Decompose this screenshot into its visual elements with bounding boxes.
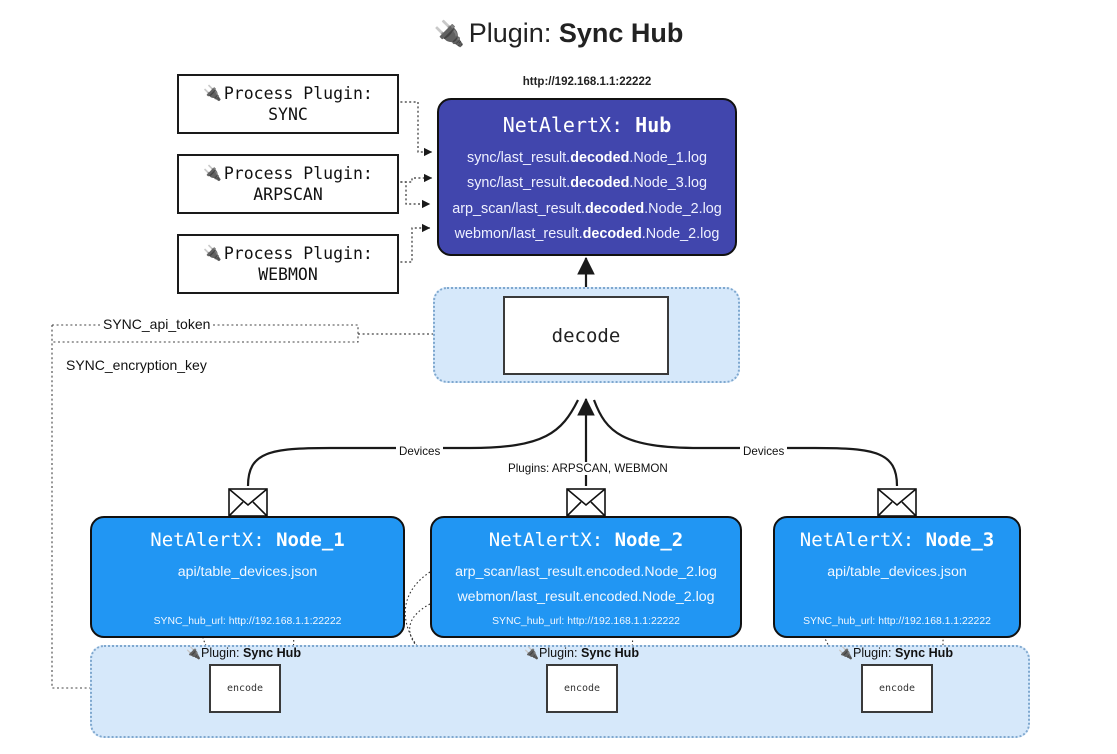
process-plugin-box-webmon[interactable]: 🔌Process Plugin: WEBMON	[177, 234, 399, 294]
node-hub-url: SYNC_hub_url: http://192.168.1.1:22222	[492, 616, 680, 627]
node-title: NetAlertX: Node_1	[150, 529, 344, 551]
process-plugin-name: SYNC	[268, 105, 308, 124]
node-title-prefix: NetAlertX:	[799, 529, 915, 551]
hub-title: NetAlertX: Hub	[503, 113, 672, 137]
log-post: .Node_1.log	[629, 150, 707, 166]
sync-hub-plugin-label-3: 🔌Plugin: Sync Hub	[838, 646, 953, 660]
process-plugin-box-arpscan[interactable]: 🔌Process Plugin: ARPSCAN	[177, 154, 399, 214]
page-title-prefix: Plugin:	[468, 18, 552, 48]
process-plugin-label: Process Plugin:	[223, 163, 373, 183]
log-post: .Node_2.log	[641, 226, 720, 243]
node-title-name: Node_2	[614, 529, 684, 551]
log-strong: decoded	[585, 200, 645, 217]
node-box-node-1[interactable]: NetAlertX: Node_1 api/table_devices.json…	[90, 516, 405, 638]
node-box-node-3[interactable]: NetAlertX: Node_3 api/table_devices.json…	[773, 516, 1021, 638]
log-strong: decoded	[570, 175, 630, 192]
node-box-node-2[interactable]: NetAlertX: Node_2 arp_scan/last_result.e…	[430, 516, 742, 638]
wire-label-plugins-center: Plugins: ARPSCAN, WEBMON	[505, 462, 671, 475]
hub-log-line: sync/last_result.decoded.Node_3.log	[467, 171, 707, 196]
process-plugin-label: Process Plugin:	[223, 243, 373, 263]
wire-label-devices-left: Devices	[396, 445, 444, 458]
plugin-name: Sync Hub	[242, 646, 302, 660]
log-pre: sync/last_result.	[467, 175, 571, 192]
plugin-prefix: Plugin:	[200, 646, 240, 660]
plug-icon: 🔌	[203, 163, 222, 182]
node-title-name: Node_3	[925, 529, 995, 551]
log-post: .Node_2.log	[644, 200, 722, 217]
hub-log-line: webmon/last_result.decoded.Node_2.log	[455, 222, 720, 247]
plug-icon: 🔌	[433, 20, 465, 48]
plug-icon: 🔌	[203, 243, 222, 262]
decode-box[interactable]: decode	[503, 296, 669, 375]
hub-log-line: arp_scan/last_result.decoded.Node_2.log	[452, 197, 722, 222]
node-hub-url: SYNC_hub_url: http://192.168.1.1:22222	[153, 616, 342, 627]
plug-icon: 🔌	[186, 646, 201, 660]
log-pre: sync/last_result.	[467, 150, 571, 166]
plugin-prefix: Plugin:	[538, 646, 578, 660]
hub-log-line: sync/last_result.decoded.Node_1.log	[467, 146, 707, 171]
node-log-line: webmon/last_result.encoded.Node_2.log	[457, 589, 715, 605]
setting-encryption-key-label: SYNC_encryption_key	[63, 357, 210, 373]
plug-icon: 🔌	[524, 646, 539, 660]
wire-label-devices-right: Devices	[740, 445, 788, 458]
sync-hub-plugin-label-1: 🔌Plugin: Sync Hub	[186, 646, 301, 660]
hub-address: http://192.168.1.1:22222	[522, 76, 652, 88]
node-hub-url: SYNC_hub_url: http://192.168.1.1:22222	[803, 616, 991, 627]
page-title: 🔌Plugin: Sync Hub	[0, 18, 1117, 49]
log-post: .Node_3.log	[629, 175, 707, 192]
encode-box-3[interactable]: encode	[861, 664, 933, 713]
process-plugin-box-sync[interactable]: 🔌Process Plugin: SYNC	[177, 74, 399, 134]
log-pre: webmon/last_result.	[454, 226, 583, 243]
log-strong: decoded	[570, 150, 630, 166]
plug-icon: 🔌	[838, 646, 853, 660]
node-title-prefix: NetAlertX:	[150, 529, 265, 551]
log-strong: decoded	[582, 226, 642, 243]
process-plugin-name: WEBMON	[258, 265, 318, 284]
process-plugin-label: Process Plugin:	[223, 83, 373, 103]
node-title: NetAlertX: Node_3	[800, 529, 994, 551]
plugin-name: Sync Hub	[894, 646, 954, 660]
encode-box-1[interactable]: encode	[209, 664, 281, 713]
sync-hub-plugin-label-2: 🔌Plugin: Sync Hub	[524, 646, 639, 660]
plugin-name: Sync Hub	[580, 646, 640, 660]
hub-title-name: Hub	[635, 113, 672, 137]
node-title-prefix: NetAlertX:	[488, 529, 604, 551]
setting-api-token-label: SYNC_api_token	[100, 316, 214, 332]
plugin-prefix: Plugin:	[852, 646, 892, 660]
process-plugin-name: ARPSCAN	[253, 185, 323, 204]
plug-icon: 🔌	[203, 83, 222, 102]
encode-box-2[interactable]: encode	[546, 664, 618, 713]
node-title: NetAlertX: Node_2	[489, 529, 683, 551]
hub-node-box[interactable]: NetAlertX: Hub sync/last_result.decoded.…	[437, 98, 737, 256]
log-pre: arp_scan/last_result.	[452, 200, 585, 217]
node-log-line: api/table_devices.json	[177, 564, 318, 580]
hub-title-prefix: NetAlertX:	[502, 113, 624, 137]
node-title-name: Node_1	[276, 529, 345, 551]
page-title-name: Sync Hub	[558, 18, 684, 48]
node-log-line: api/table_devices.json	[827, 564, 967, 580]
node-log-line: arp_scan/last_result.encoded.Node_2.log	[455, 564, 717, 580]
